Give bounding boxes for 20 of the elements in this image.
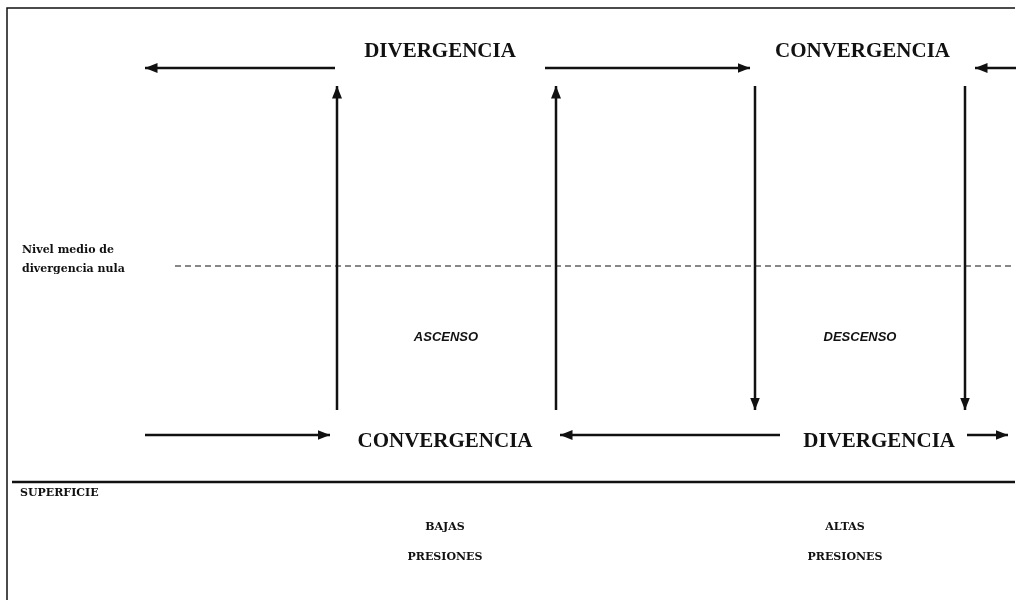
arrow — [750, 86, 760, 410]
arrow — [145, 430, 330, 440]
motion-label: DESCENSO — [822, 329, 898, 344]
pressure-label: ALTAS PRESIONES — [806, 519, 884, 565]
flow-label: CONVERGENCIA — [775, 38, 950, 64]
flow-label: DIVERGENCIA — [364, 38, 516, 64]
surface-label: SUPERFICIE — [20, 486, 100, 499]
pressure-label: BAJAS PRESIONES — [406, 519, 484, 565]
flow-label: DIVERGENCIA — [803, 428, 955, 454]
level-note: Nivel medio de divergencia nula — [22, 242, 126, 277]
arrow — [145, 63, 335, 73]
arrow — [545, 63, 750, 73]
flow-label: CONVERGENCIA — [357, 428, 533, 454]
arrow — [960, 86, 970, 410]
arrow — [551, 86, 561, 410]
arrow — [332, 86, 342, 410]
arrow — [975, 63, 1016, 73]
arrow — [967, 430, 1008, 440]
motion-label: ASCENSO — [412, 329, 480, 344]
arrow — [560, 430, 780, 440]
